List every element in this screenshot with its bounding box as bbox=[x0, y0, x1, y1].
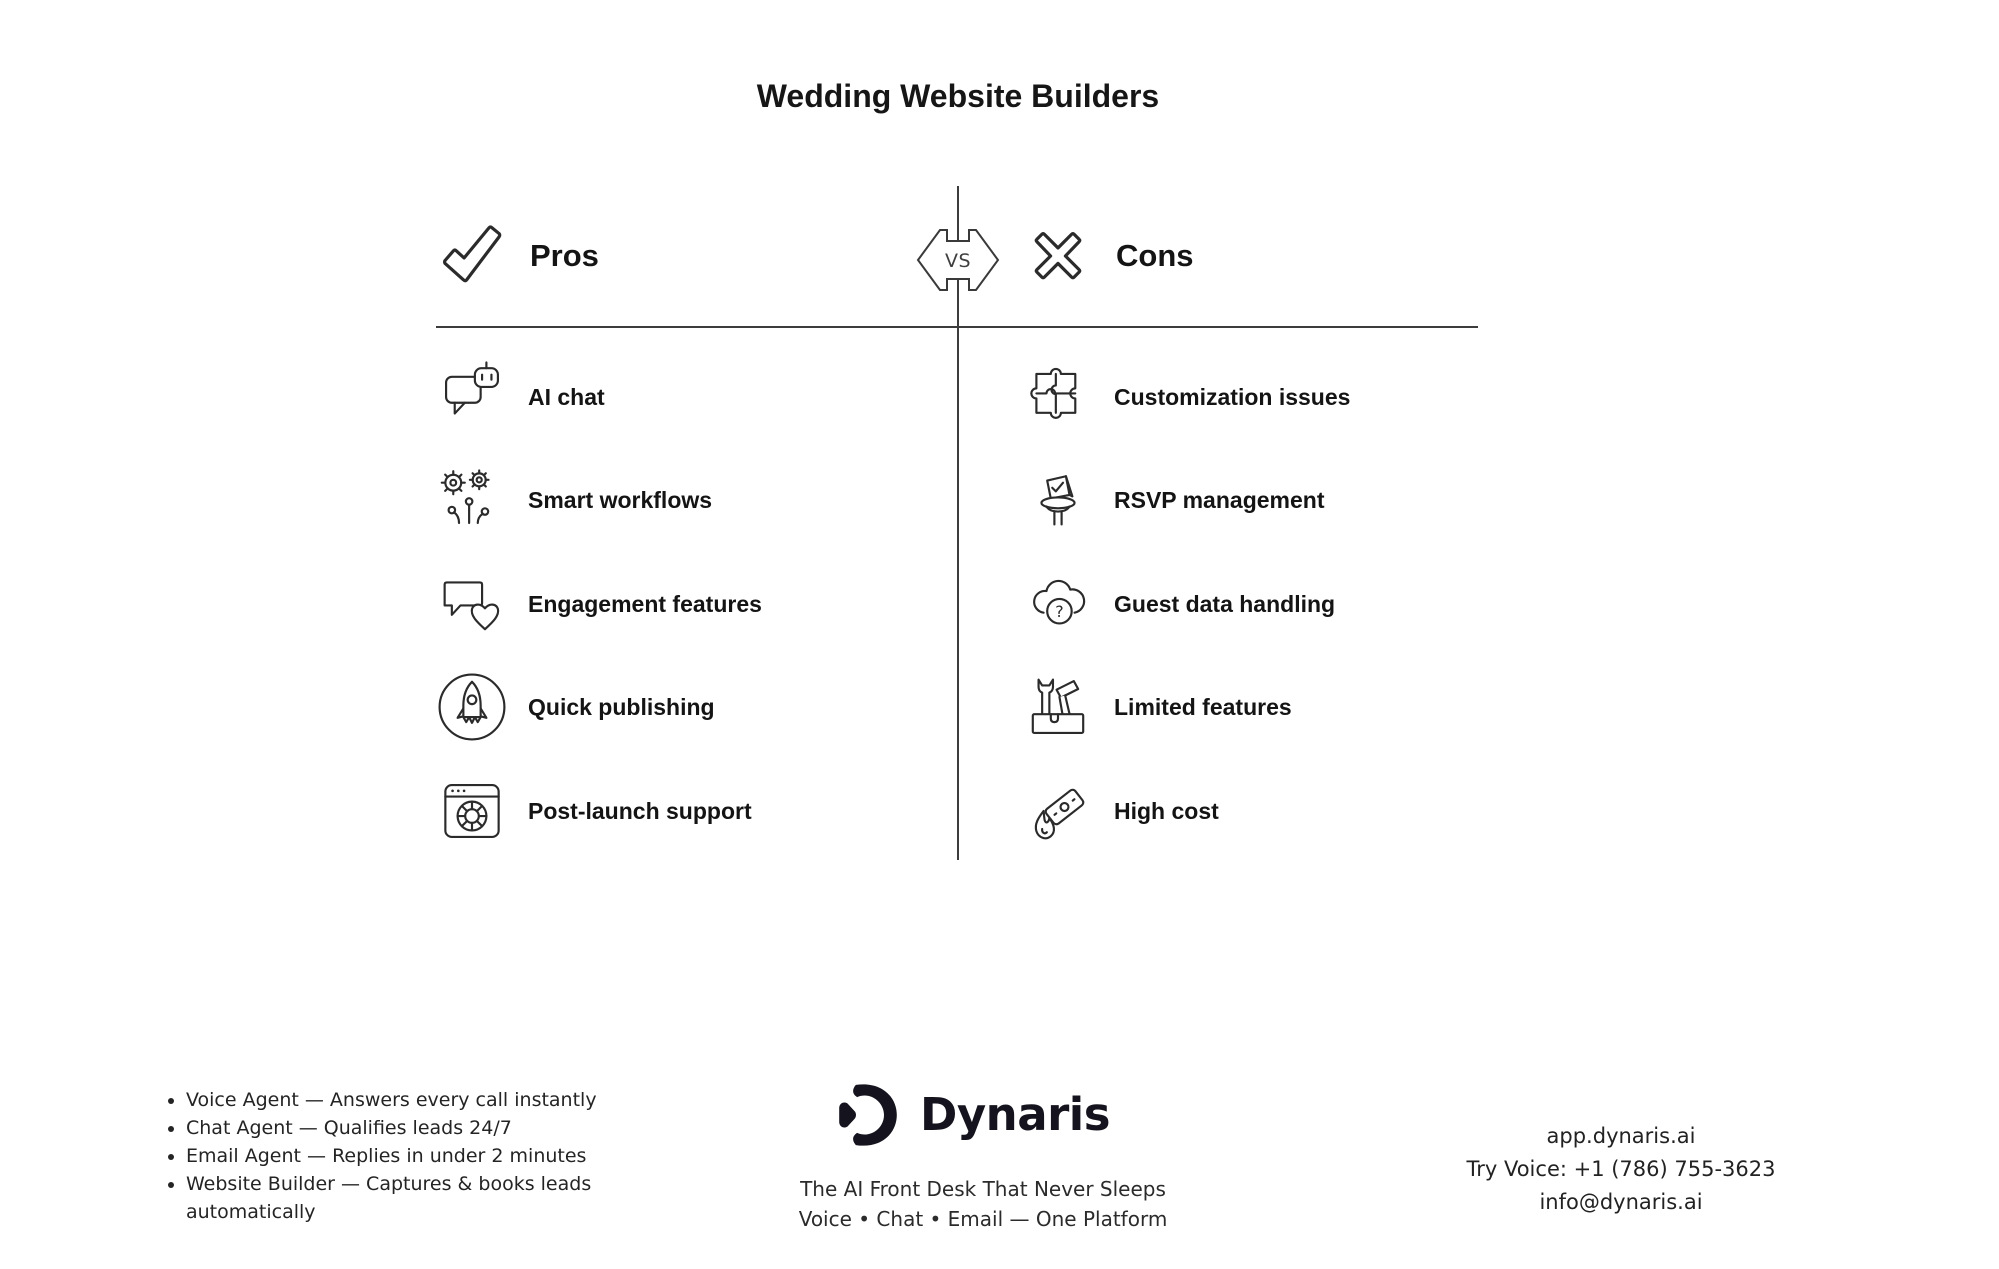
cons-header-label: Cons bbox=[1116, 238, 1194, 273]
pros-item-label: Quick publishing bbox=[528, 693, 715, 720]
chat-robot-icon bbox=[436, 361, 508, 433]
pros-header: Pros bbox=[436, 218, 599, 294]
brand-tagline-2: Voice • Chat • Email — One Platform bbox=[798, 1207, 1168, 1231]
pros-row-ai-chat: AI chat bbox=[436, 360, 605, 434]
cons-item-label: High cost bbox=[1114, 797, 1219, 824]
footer-feature-list: Voice Agent — Answers every call instant… bbox=[162, 1086, 638, 1226]
header-divider-line bbox=[436, 326, 1478, 328]
cons-item-label: Customization issues bbox=[1114, 383, 1351, 410]
dynaris-logo-icon bbox=[836, 1083, 900, 1152]
brand-tagline-1: The AI Front Desk That Never Sleeps bbox=[800, 1177, 1166, 1201]
check-icon bbox=[436, 223, 508, 289]
feature-list-item: Email Agent — Replies in under 2 minutes bbox=[186, 1142, 638, 1170]
pros-row-smart-workflows: Smart workflows bbox=[436, 463, 712, 537]
cloud-question-icon: ? bbox=[1022, 568, 1094, 640]
pros-item-label: Engagement features bbox=[528, 590, 762, 617]
cons-header: Cons bbox=[1022, 218, 1194, 294]
x-icon bbox=[1022, 225, 1094, 287]
contact-email: info@dynaris.ai bbox=[1539, 1190, 1703, 1214]
page-title: Wedding Website Builders bbox=[756, 78, 1160, 114]
puzzle-icon bbox=[1022, 361, 1094, 433]
pros-item-label: AI chat bbox=[528, 383, 605, 410]
cons-row-limited-features: Limited features bbox=[1022, 670, 1292, 744]
bubble-heart-icon bbox=[436, 568, 508, 640]
rocket-circle-icon bbox=[436, 671, 508, 743]
cons-item-label: Limited features bbox=[1114, 693, 1292, 720]
cons-item-label: RSVP management bbox=[1114, 486, 1325, 513]
pros-header-label: Pros bbox=[530, 238, 599, 273]
pros-row-quick-publishing: Quick publishing bbox=[436, 670, 715, 744]
question-mark-glyph: ? bbox=[1055, 602, 1063, 621]
vs-badge-label: VS bbox=[945, 250, 971, 272]
money-flame-icon bbox=[1022, 775, 1094, 847]
feature-list-item: Website Builder — Captures & books leads… bbox=[186, 1170, 638, 1226]
cons-row-high-cost: High cost bbox=[1022, 774, 1219, 848]
rsvp-card-icon bbox=[1022, 464, 1094, 536]
cons-row-rsvp-management: RSVP management bbox=[1022, 463, 1324, 537]
contact-phone: Try Voice: +1 (786) 755-3623 bbox=[1466, 1157, 1776, 1181]
cons-row-customization-issues: Customization issues bbox=[1022, 360, 1350, 434]
pros-row-engagement-features: Engagement features bbox=[436, 567, 762, 641]
pros-item-label: Post-launch support bbox=[528, 797, 752, 824]
brand-name: Dynaris bbox=[920, 1088, 1111, 1141]
gears-circuit-icon bbox=[436, 464, 508, 536]
contact-block: app.dynaris.ai Try Voice: +1 (786) 755-3… bbox=[1467, 1120, 1776, 1219]
vs-badge: VS bbox=[915, 221, 1001, 299]
feature-list-item: Voice Agent — Answers every call instant… bbox=[186, 1086, 638, 1114]
contact-website: app.dynaris.ai bbox=[1546, 1124, 1696, 1148]
browser-lifering-icon bbox=[436, 775, 508, 847]
feature-list-item: Chat Agent — Qualifies leads 24/7 bbox=[186, 1114, 638, 1142]
brand-taglines: The AI Front Desk That Never Sleeps Voic… bbox=[799, 1174, 1168, 1234]
center-divider-line bbox=[957, 186, 959, 860]
toolbox-icon bbox=[1022, 671, 1094, 743]
cons-item-label: Guest data handling bbox=[1114, 590, 1336, 617]
pros-row-post-launch-support: Post-launch support bbox=[436, 774, 752, 848]
cons-row-guest-data-handling: ? Guest data handling bbox=[1022, 567, 1335, 641]
pros-item-label: Smart workflows bbox=[528, 486, 713, 513]
